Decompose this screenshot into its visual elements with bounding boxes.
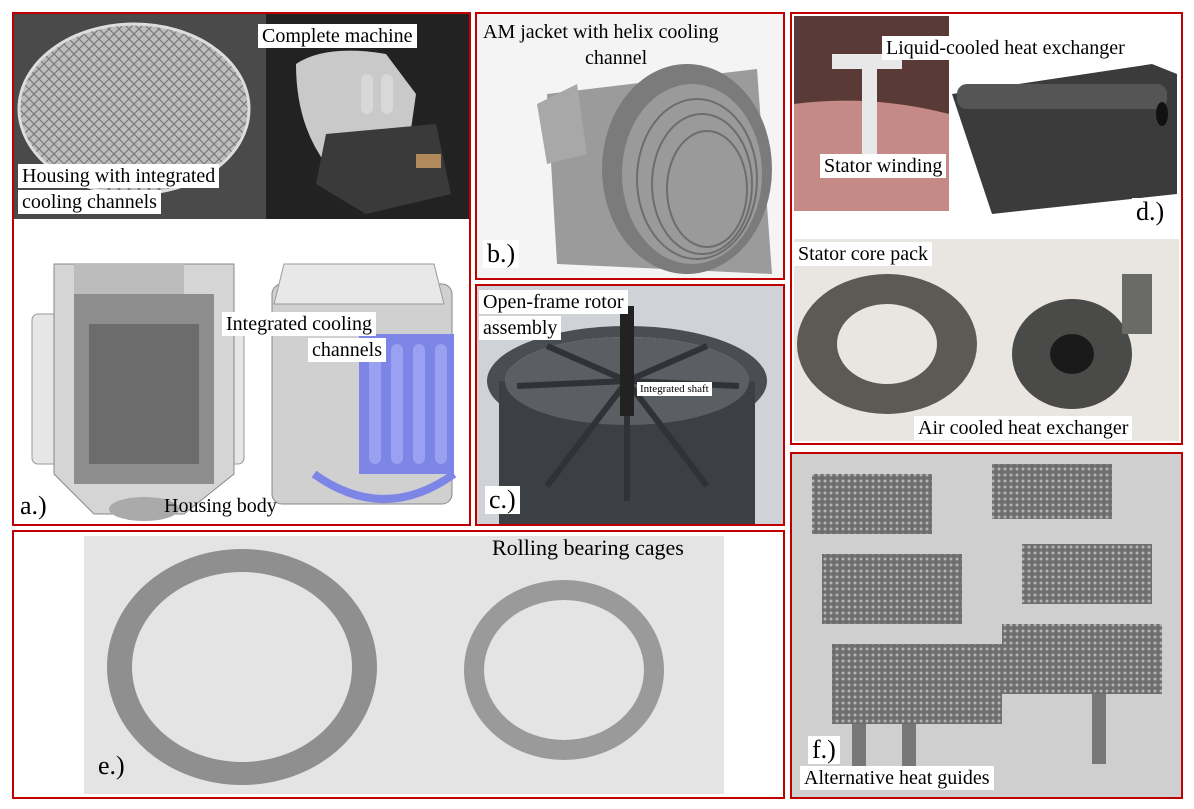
am-jacket-label-line1: AM jacket with helix cooling bbox=[483, 21, 719, 43]
panel-e-tag: e.) bbox=[98, 751, 125, 780]
panel-b-tag: b.) bbox=[483, 240, 520, 268]
bearing-cage-small bbox=[464, 580, 664, 760]
am-jacket-label-line2: channel bbox=[585, 47, 648, 69]
bearing-cages-label: Rolling bearing cages bbox=[492, 535, 684, 560]
housing-lattice-photo bbox=[14, 14, 266, 219]
stator-core-label: Stator core pack bbox=[794, 242, 932, 266]
panel-d-tag: d.) bbox=[1132, 198, 1169, 226]
integrated-cooling-label-line2: channels bbox=[308, 338, 386, 362]
integrated-shaft-label: Integrated shaft bbox=[637, 382, 712, 396]
lattice-housing-image bbox=[14, 14, 266, 219]
stator-core-ring bbox=[797, 274, 977, 414]
panel-c: Open-frame rotor assembly Integrated sha… bbox=[475, 284, 785, 526]
am-jacket-image bbox=[477, 14, 783, 278]
heat-guide-blocks bbox=[812, 464, 1162, 724]
rotor-assembly-image bbox=[477, 286, 783, 524]
panel-c-tag: c.) bbox=[485, 486, 520, 514]
rotor-label-line1: Open-frame rotor bbox=[479, 290, 628, 314]
bearing-cages-image bbox=[14, 532, 783, 797]
housing-render-illustration bbox=[31, 263, 457, 521]
stator-winding-label: Stator winding bbox=[820, 154, 947, 178]
panel-e: Rolling bearing cages e.) bbox=[12, 530, 785, 799]
air-heat-exchanger-label: Air cooled heat exchanger bbox=[914, 416, 1133, 440]
housing-body-render bbox=[31, 263, 245, 521]
heat-exchanger-image bbox=[792, 14, 1181, 443]
rotor-label-line2: assembly bbox=[479, 316, 562, 340]
complete-machine-image bbox=[266, 14, 469, 219]
housing-body-label: Housing body bbox=[164, 495, 277, 517]
housing-cooling-label-line2: cooling channels bbox=[18, 190, 161, 214]
air-cooled-cylinder bbox=[1012, 274, 1152, 409]
heat-guides-image bbox=[792, 454, 1181, 797]
panel-f: f.) Alternative heat guides bbox=[790, 452, 1183, 799]
integrated-cooling-render bbox=[271, 263, 457, 505]
bearing-cage-large bbox=[107, 549, 377, 785]
housing-cooling-label-line1: Housing with integrated bbox=[18, 164, 220, 188]
panel-f-tag: f.) bbox=[808, 736, 840, 764]
panel-a-tag: a.) bbox=[16, 492, 51, 520]
complete-machine-photo bbox=[266, 14, 469, 219]
panel-d: Liquid-cooled heat exchanger Stator wind… bbox=[790, 12, 1183, 445]
liquid-heat-exchanger-label: Liquid-cooled heat exchanger bbox=[882, 36, 1129, 60]
panel-a: Complete machine Housing with integrated… bbox=[12, 12, 471, 526]
complete-machine-label: Complete machine bbox=[258, 24, 417, 48]
panel-b: AM jacket with helix cooling channel b.) bbox=[475, 12, 785, 280]
integrated-cooling-label-line1: Integrated cooling bbox=[222, 312, 377, 336]
heat-guides-label: Alternative heat guides bbox=[800, 766, 994, 790]
